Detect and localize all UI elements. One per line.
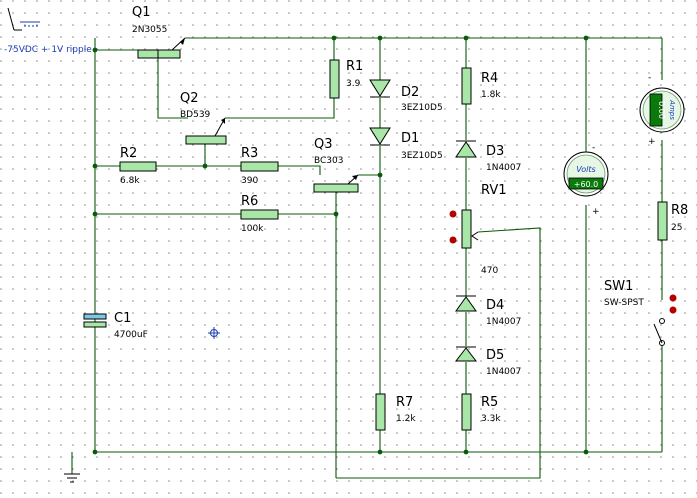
d2-value: 3EZ10D5: [401, 103, 443, 113]
r8-value: 25: [671, 223, 682, 233]
q1-value: 2N3055: [132, 25, 167, 35]
ammeter-plus: +: [648, 137, 656, 147]
d4-value: 1N4007: [486, 317, 521, 327]
r3-name: R3: [241, 146, 258, 161]
voltmeter: [563, 151, 609, 197]
ammeter-title: Amps: [668, 99, 676, 120]
r4-name: R4: [481, 71, 498, 86]
diode-d1-symbol: [369, 127, 391, 146]
diode-d3-symbol: [455, 140, 477, 158]
transistor-q2-symbol: [185, 117, 227, 145]
q3-name: Q3: [314, 137, 333, 152]
r4-value: 1.8k: [481, 90, 501, 100]
r8-name: R8: [671, 203, 688, 218]
q2-value: BD539: [180, 110, 211, 120]
diode-d5-symbol: [454, 346, 478, 362]
r2-name: R2: [120, 146, 137, 161]
crosshair-marker-icon: [208, 327, 220, 339]
capacitor-c1-symbol: [83, 313, 107, 328]
ground-symbol: [64, 473, 80, 483]
voltmeter-title: Volts: [576, 165, 595, 174]
d4-name: D4: [486, 298, 504, 313]
r2-value: 6.8k: [120, 176, 140, 186]
q1-name: Q1: [132, 5, 151, 20]
r5-value: 3.3k: [481, 414, 501, 424]
r7-name: R7: [396, 395, 413, 410]
r6-name: R6: [241, 194, 258, 209]
d5-value: 1N4007: [486, 367, 521, 377]
r5-name: R5: [481, 395, 498, 410]
d3-name: D3: [486, 144, 504, 159]
voltmeter-plus: +: [592, 207, 600, 217]
transistor-q1-symbol: [137, 37, 186, 59]
d1-name: D1: [401, 131, 419, 146]
rv1-name: RV1: [481, 183, 507, 198]
sw1-name: SW1: [604, 279, 633, 294]
junctions: [92, 35, 589, 455]
c1-name: C1: [114, 311, 131, 326]
ammeter: [639, 87, 685, 133]
diode-d4-symbol: [455, 295, 477, 312]
r7-value: 1.2k: [396, 414, 416, 424]
resistor-r7: [375, 393, 386, 431]
r3-value: 390: [241, 176, 258, 186]
diode-d2-symbol: [369, 79, 391, 98]
ammeter-reading: 0.00: [657, 101, 666, 119]
q3-value: BC303: [314, 156, 343, 166]
resistor-r5: [461, 393, 472, 431]
dc-source-symbol: [7, 7, 40, 31]
transistor-q3-symbol: [313, 174, 359, 193]
resistor-r3: [240, 161, 279, 172]
d2-name: D2: [401, 85, 419, 100]
switch-sw1-symbol[interactable]: [653, 294, 677, 346]
d3-value: 1N4007: [486, 163, 521, 173]
resistor-r2: [119, 161, 157, 172]
d1-value: 3EZ10D5: [401, 151, 443, 161]
resistor-r1: [329, 59, 340, 99]
c1-value: 4700uF: [114, 330, 148, 340]
resistor-r8: [657, 201, 668, 241]
voltmeter-minus: -: [592, 143, 595, 153]
resistor-r4: [461, 67, 472, 105]
d5-name: D5: [486, 348, 504, 363]
source-label: -75VDC + 1V ripple: [4, 45, 92, 55]
ammeter-minus: -: [648, 73, 651, 83]
rv1-value: 470: [481, 266, 498, 276]
sw1-value: SW-SPST: [604, 298, 644, 308]
r6-value: 100k: [241, 224, 264, 234]
r1-value: 3.9: [346, 79, 361, 89]
potentiometer-rv1-symbol: [449, 209, 479, 249]
resistor-r6: [240, 209, 279, 220]
r1-name: R1: [346, 59, 363, 74]
q2-name: Q2: [180, 91, 199, 106]
voltmeter-reading: +60.0: [574, 180, 599, 189]
